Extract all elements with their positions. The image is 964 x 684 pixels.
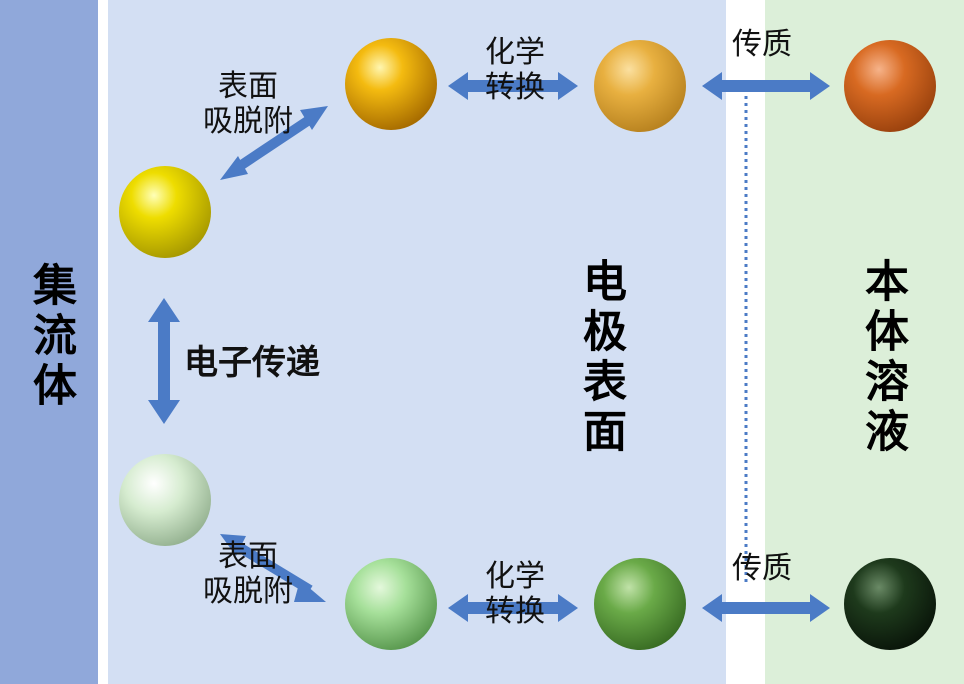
species-ball-top-converted xyxy=(594,40,686,132)
top-mass-transfer-label: 传质 xyxy=(732,27,792,62)
bottom-adsorption-label: 表面 吸脱附 xyxy=(203,539,293,609)
current-collector-label: 集流体 xyxy=(25,262,76,412)
adsorption-arrows xyxy=(231,113,315,595)
top-adsorption-arrowhead-a xyxy=(220,156,248,180)
electron-transfer-arrow xyxy=(148,298,180,424)
arrows xyxy=(148,72,830,622)
bulk-solution-label: 本体溶液 xyxy=(857,258,908,458)
species-ball-bottom-converted xyxy=(594,558,686,650)
top-adsorption-label: 表面 吸脱附 xyxy=(203,69,293,139)
species-ball-bottom-adsorbed xyxy=(345,558,437,650)
species-ball-left-bottom xyxy=(119,454,211,546)
bottom-adsorption-arrow-shaft xyxy=(231,539,313,595)
top-mass-transfer-arrow xyxy=(702,72,830,100)
bottom-adsorption-arrowhead-b xyxy=(294,580,326,602)
electrode-surface-label: 电极表面 xyxy=(575,258,626,458)
bottom-chemical-conversion-label: 化学 转换 xyxy=(485,559,545,629)
bottom-adsorption-arrowhead-a xyxy=(220,534,246,556)
species-ball-top-adsorbed xyxy=(345,38,437,130)
current-collector-region xyxy=(0,0,98,684)
bottom-chemical-arrow xyxy=(448,594,578,622)
species-ball-left-top xyxy=(119,166,211,258)
bottom-mass-transfer-arrow xyxy=(702,594,830,622)
top-chemical-conversion-label: 化学 转换 xyxy=(485,35,545,105)
species-ball-bottom-bulk xyxy=(844,558,936,650)
top-chemical-arrow xyxy=(448,72,578,100)
top-adsorption-arrowhead-b xyxy=(300,106,328,130)
electron-transfer-label: 电子传递 xyxy=(184,343,320,383)
species-ball-top-bulk xyxy=(844,40,936,132)
bottom-mass-transfer-label: 传质 xyxy=(732,551,792,586)
top-adsorption-arrow-shaft xyxy=(231,113,315,175)
